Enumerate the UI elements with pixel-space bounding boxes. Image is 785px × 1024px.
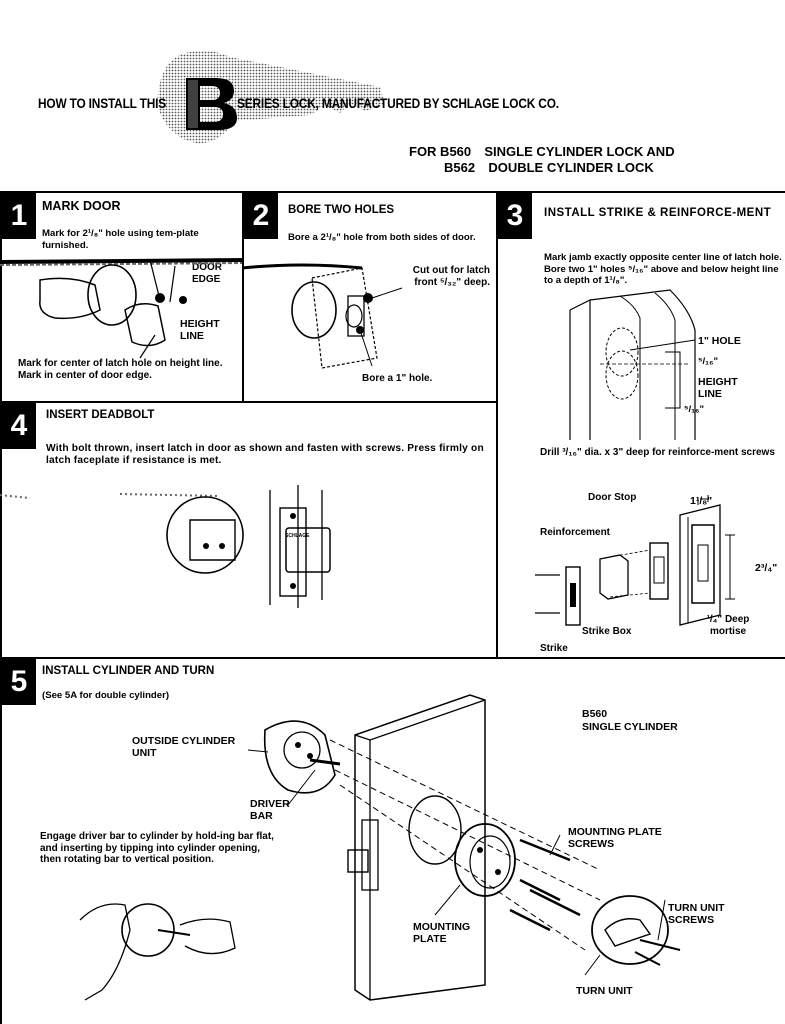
step5-mounting-plate-label: MOUNTING PLATE	[413, 921, 471, 945]
step3-number: 3	[498, 193, 532, 239]
step3-height-line-label: HEIGHT LINE	[698, 376, 738, 400]
step5-panel	[0, 657, 785, 1024]
step3-118-label: 1¹/₈"	[690, 495, 713, 507]
step5-engage-text: Engage driver bar to cylinder by hold-in…	[40, 831, 274, 865]
model-prefix-2: B562	[444, 160, 476, 175]
step2-bore-label: Bore a 1" hole.	[362, 373, 433, 384]
step3-strike-box-label: Strike Box	[582, 626, 632, 637]
step3-516-bottom-label: ⁵/₁₆"	[684, 404, 705, 415]
step1-illustration	[0, 258, 245, 359]
step4-text: With bolt thrown, insert latch in door a…	[46, 443, 484, 466]
b-series-logo: B	[184, 76, 238, 132]
step1-door-edge-label: DOOR EDGE	[192, 262, 222, 285]
step5-turn-screws-label: TURN UNIT SCREWS	[668, 902, 725, 926]
step1-title: MARK DOOR	[42, 199, 121, 213]
model-line-2: B562 DOUBLE CYLINDER LOCK	[444, 160, 654, 175]
step5-title: INSTALL CYLINDER AND TURN	[42, 665, 215, 677]
step1-height-line-label: HEIGHT LINE	[180, 318, 220, 342]
step3-516-top-label: ⁵/₁₆"	[698, 356, 719, 367]
step1-text: Mark for 2¹/₈" hole using tem-plate furn…	[42, 228, 199, 251]
step5-number: 5	[2, 659, 36, 705]
step5-mounting-screws-label: MOUNTING PLATE SCREWS	[568, 826, 662, 850]
step5-subtitle: (See 5A for double cylinder)	[42, 690, 170, 701]
step3-deep-mortise-label: ¹/₄" Deep mortise	[706, 614, 750, 637]
step1-bottom-text: Mark for center of latch hole on height …	[18, 358, 223, 381]
model-desc-2: DOUBLE CYLINDER LOCK	[488, 160, 654, 175]
step1-number: 1	[2, 193, 36, 239]
step4-illustration	[0, 485, 331, 608]
model-desc-1: SINGLE CYLINDER LOCK AND	[484, 144, 675, 159]
step3-jamb-illustration	[569, 289, 696, 440]
step4-brand-label: SCHLAGE	[285, 533, 310, 539]
step4-title: INSERT DEADBOLT	[46, 409, 155, 421]
step2-title: BORE TWO HOLES	[288, 204, 395, 216]
step4-number: 4	[2, 403, 36, 449]
step3-strike-label: Strike	[540, 643, 568, 654]
model-line-1: FOR B560 SINGLE CYLINDER LOCK AND	[409, 144, 675, 159]
step3-text: Mark jamb exactly opposite center line o…	[544, 252, 782, 286]
b-logo-icon	[186, 78, 237, 130]
step3-234-label: 2³/₄"	[755, 562, 778, 574]
step3-reinforcement-label: Reinforcement	[540, 527, 611, 538]
step5-model-name: SINGLE CYLINDER	[582, 721, 678, 733]
step3-title: INSTALL STRIKE & REINFORCE-MENT	[544, 207, 772, 219]
key-silhouette-graphic	[157, 50, 385, 144]
step2-number: 2	[244, 193, 278, 239]
step5-outside-cylinder-label: OUTSIDE CYLINDER UNIT	[132, 735, 236, 759]
step3-strike-illustration	[535, 495, 735, 626]
step5-illustration	[79, 694, 681, 1001]
header-title-left: HOW TO INSTALL THIS	[38, 96, 166, 111]
step3-door-stop-label: Door Stop	[588, 492, 637, 503]
step2-cut-out-label: Cut out for latch front ⁵/₃₂" deep.	[412, 265, 490, 288]
step5-turn-unit-label: TURN UNIT	[576, 985, 633, 997]
step2-text: Bore a 2¹/₈" hole from both sides of doo…	[288, 232, 476, 243]
step5-driver-bar-label: DRIVER BAR	[250, 798, 290, 822]
model-prefix-1: FOR B560	[409, 144, 472, 159]
step3-hole-label: 1" HOLE	[698, 335, 741, 347]
header-title-right: SERIES LOCK, MANUFACTURED BY SCHLAGE LOC…	[237, 96, 559, 111]
step5-model-code: B560	[582, 708, 608, 720]
step3-drill-text: Drill ³/₁₆" dia. x 3" deep for reinforce…	[540, 447, 775, 458]
step2-illustration	[241, 263, 403, 369]
